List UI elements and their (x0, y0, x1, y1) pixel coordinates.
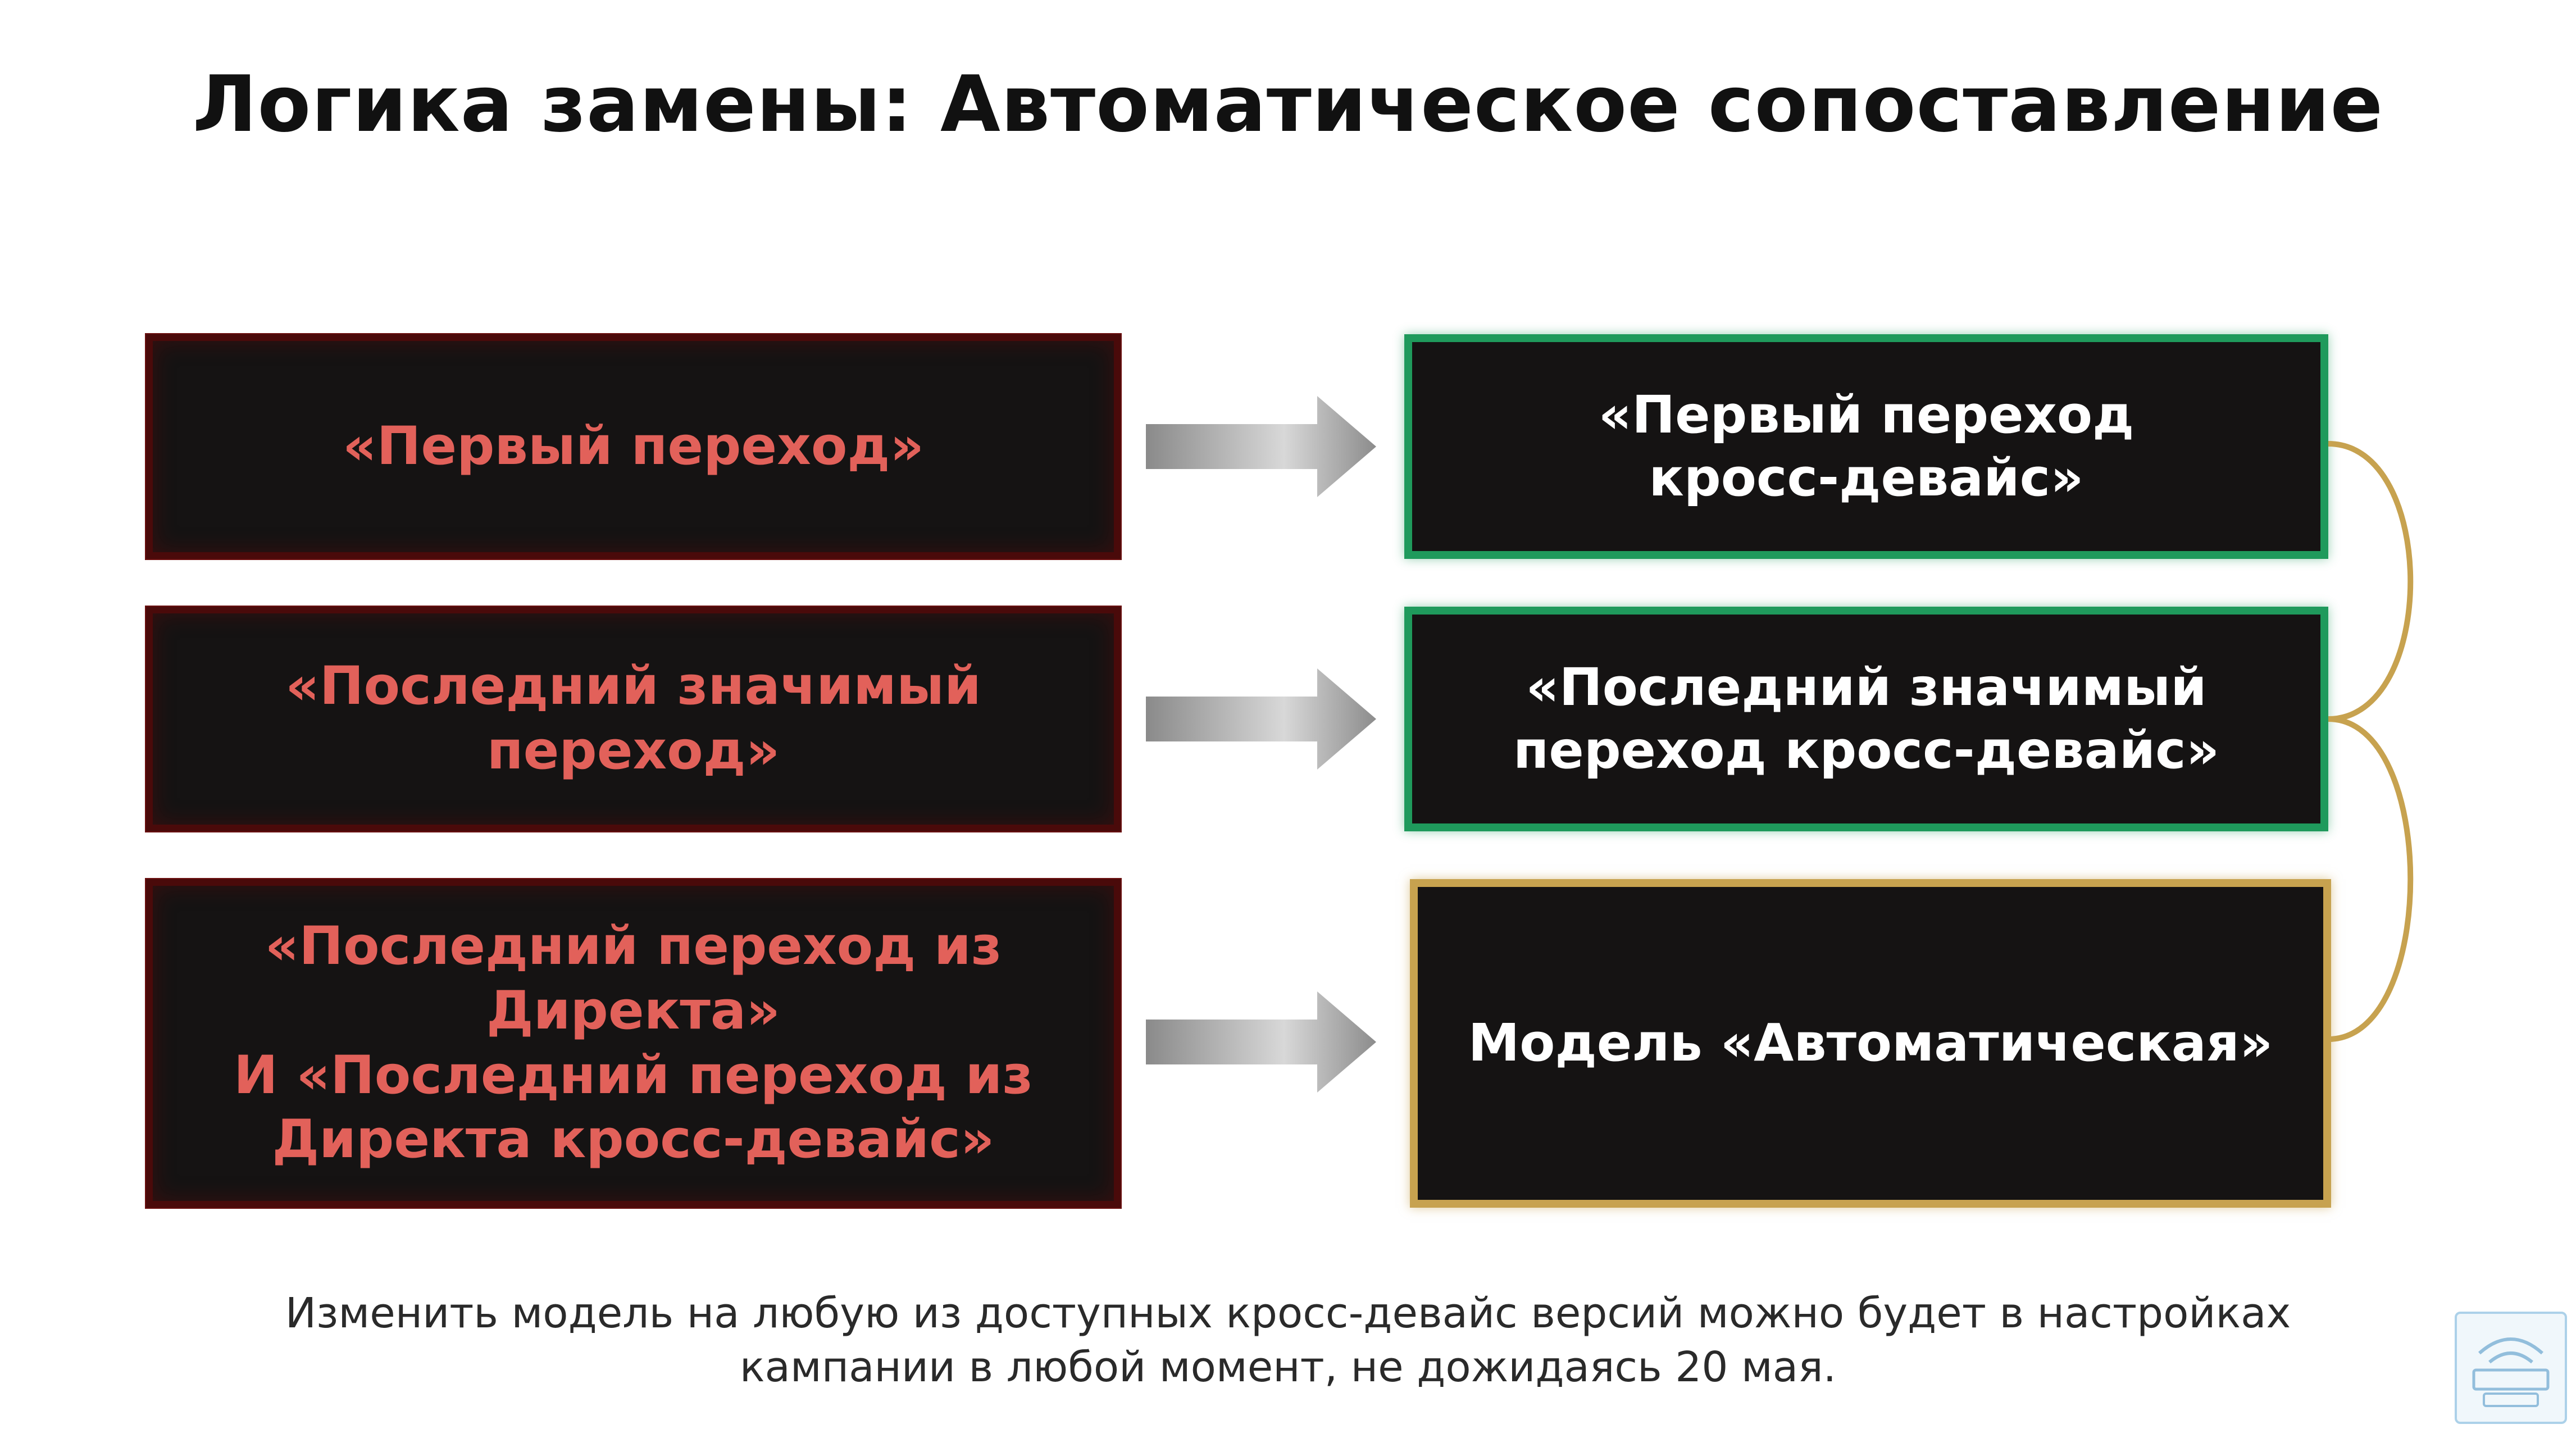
footnote-text: Изменить модель на любую из доступных кр… (285, 1289, 2291, 1392)
old-model-label: «Последний переход из Директа» И «Послед… (233, 916, 1034, 1171)
new-model-first-click-cross-device: «Первый переход кросс-девайс» (1404, 334, 2328, 559)
gold-bracket-connector (2328, 441, 2414, 1042)
old-model-last-direct-click: «Последний переход из Директа» И «Послед… (146, 879, 1121, 1208)
new-model-label: «Первый переход кросс-девайс» (1598, 384, 2134, 508)
arrow-right-icon (1146, 991, 1376, 1093)
new-model-label: «Последний значимый переход кросс-девайс… (1513, 657, 2220, 780)
old-model-first-click: «Первый переход» (146, 334, 1121, 559)
new-model-last-significant-cross-device: «Последний значимый переход кросс-девайс… (1404, 607, 2328, 831)
old-model-last-significant-click: «Последний значимый переход» (146, 607, 1121, 831)
arrow-right-icon (1146, 668, 1376, 770)
page-title: Логика замены: Автоматическое сопоставле… (192, 59, 2384, 149)
automatic-model-label: Модель «Автоматическая» (1468, 1013, 2273, 1073)
old-model-label: «Первый переход» (342, 415, 925, 477)
arrow-right-icon (1146, 396, 1376, 497)
automatic-model-box: Модель «Автоматическая» (1410, 879, 2331, 1208)
wifi-logo-icon (2455, 1312, 2567, 1424)
old-model-label: «Последний значимый переход» (285, 656, 981, 781)
